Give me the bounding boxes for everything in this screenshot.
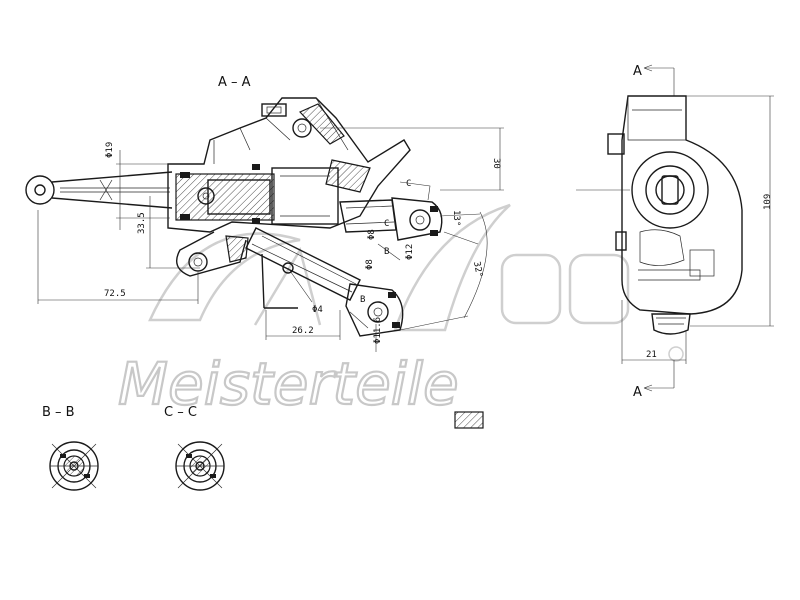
- dim-32-deg: 32°: [471, 261, 484, 279]
- dim-21: 21: [646, 350, 657, 360]
- section-arrow-a-bottom: A: [633, 385, 642, 400]
- label-b-mid: B: [384, 247, 389, 257]
- label-c-top: C: [406, 179, 411, 189]
- side-view: A A 109 21: [576, 64, 774, 400]
- lower-output-rod: [245, 227, 404, 337]
- section-aa-label: A – A: [218, 75, 251, 90]
- dimension-lines-aa: [37, 127, 504, 352]
- dim-33-5: 33.5: [137, 212, 147, 234]
- label-c-mid: C: [384, 219, 389, 229]
- watermark-logo-swoosh: [148, 232, 301, 322]
- watermark-registered-mark: [668, 346, 684, 362]
- section-cc-label: C – C: [164, 405, 197, 420]
- watermark-text: Meisterteile: [118, 350, 459, 418]
- dim-30: 30: [491, 158, 501, 169]
- dim-phi11-6: Φ11.6: [373, 317, 383, 344]
- label-b-low: B: [360, 295, 365, 305]
- dim-13-deg: 13°: [451, 210, 461, 226]
- dim-phi8-mid: Φ8: [365, 259, 375, 270]
- section-bb-label: B – B: [42, 405, 75, 420]
- watermark-logo-e: [393, 203, 511, 332]
- watermark: Meisterteile: [117, 203, 684, 419]
- section-bb-view: B – B: [42, 405, 99, 491]
- dim-phi8-top: Φ8: [367, 229, 377, 240]
- dim-phi12: Φ12: [405, 244, 415, 260]
- section-arrow-a-top: A: [633, 64, 642, 79]
- dim-109: 109: [763, 194, 773, 210]
- piston-assembly: [175, 164, 339, 225]
- lever-arm: [25, 171, 173, 209]
- dim-26-2: 26.2: [292, 326, 314, 336]
- dim-phi4: Φ4: [312, 305, 323, 315]
- section-cc-view: C – C: [164, 405, 225, 491]
- dim-72-5: 72.5: [104, 289, 126, 299]
- dim-phi19: Φ19: [105, 142, 115, 158]
- watermark-box-2: [568, 253, 630, 325]
- detail-pin: [282, 262, 294, 274]
- hatch-legend-swatch: [454, 411, 484, 429]
- lower-mount-eye: [176, 231, 249, 277]
- upper-output-rod: [339, 197, 443, 241]
- watermark-box-1: [500, 253, 562, 325]
- section-aa-view: A – A: [25, 75, 504, 352]
